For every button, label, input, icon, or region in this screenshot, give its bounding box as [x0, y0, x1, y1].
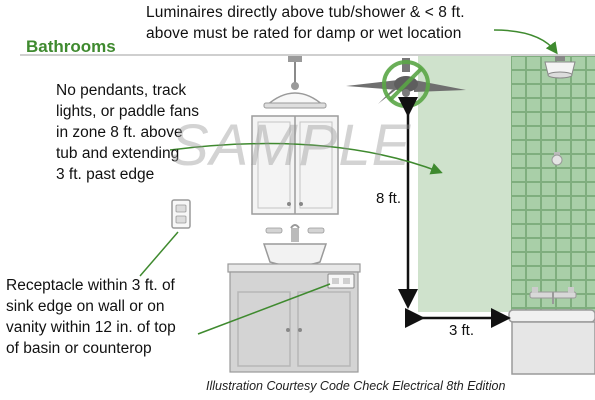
note-line: vanity within 12 in. of top — [6, 319, 176, 336]
vessel-sink — [262, 243, 328, 267]
note-line: Luminaires directly above tub/shower & <… — [146, 4, 465, 21]
wet-location-light-icon — [544, 56, 576, 79]
pendant-note-callout — [169, 142, 443, 175]
bathtub — [508, 309, 595, 375]
note-line: tub and extending — [56, 145, 180, 162]
note-line: sink edge on wall or on — [6, 298, 165, 315]
width-dimension-label: 3 ft. — [449, 322, 475, 339]
wall-outlet-icon — [171, 199, 191, 229]
wall-outlet-callout — [139, 231, 179, 277]
showerhead-icon — [551, 152, 563, 166]
note-line: lights, or paddle fans — [56, 103, 200, 120]
pendant-light-icon — [263, 56, 327, 109]
section-title: Bathrooms — [26, 37, 116, 56]
note-line: in zone 8 ft. above — [56, 124, 183, 141]
tile-wall — [511, 56, 595, 312]
illustration-credit: Illustration Courtesy Code Check Electri… — [206, 379, 506, 393]
shower-wall — [418, 56, 511, 312]
faucet-icon — [265, 224, 325, 242]
receptacle-note: Receptacle within 3 ft. of sink edge on … — [6, 275, 176, 359]
shower-valve-icon — [529, 287, 577, 304]
outlet-icon — [327, 273, 355, 289]
top-note-callout — [493, 29, 558, 55]
pendant-zone-note: No pendants, track lights, or paddle fan… — [56, 80, 199, 185]
note-line: of basin or counterop — [6, 340, 152, 357]
note-line: Receptacle within 3 ft. of — [6, 277, 175, 294]
note-line: 3 ft. past edge — [56, 166, 155, 183]
wet-location-note: Luminaires directly above tub/shower & <… — [146, 2, 465, 44]
vanity-outlet-callout — [197, 283, 331, 335]
vanity-cabinet — [227, 263, 361, 373]
medicine-cabinet — [251, 115, 339, 215]
height-dimension-label: 8 ft. — [376, 190, 402, 207]
note-line: No pendants, track — [56, 82, 187, 99]
note-line: above must be rated for damp or wet loca… — [146, 25, 462, 42]
